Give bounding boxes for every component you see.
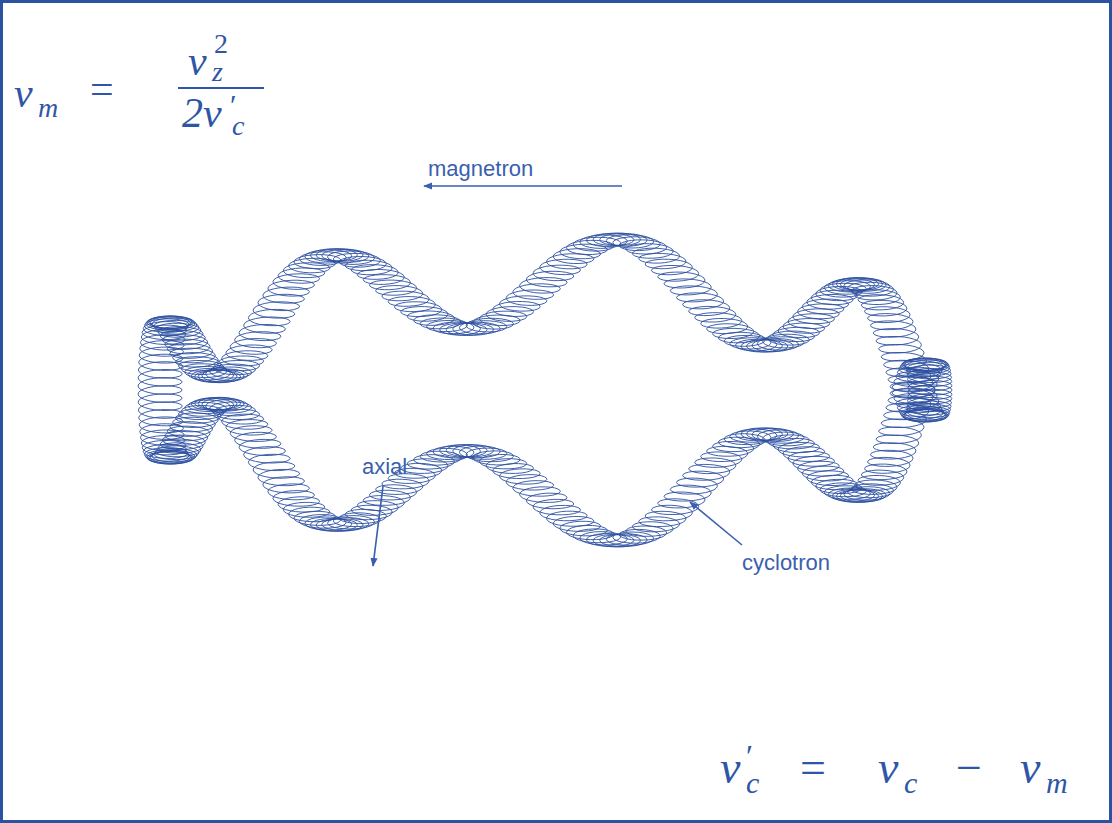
- cyclotron-leader: [690, 502, 742, 545]
- motion-label: magnetron: [428, 158, 533, 180]
- formula-subscript: c: [904, 768, 917, 798]
- formula-symbol: ν: [188, 40, 207, 82]
- particle-trajectory: [138, 233, 952, 547]
- formula-operator: =: [800, 745, 826, 791]
- formula-superscript: 2: [214, 30, 228, 58]
- formula-symbol: ν: [1020, 745, 1040, 791]
- formula-subscript: c: [232, 112, 244, 140]
- axial-leader: [373, 486, 383, 566]
- fraction-bar: [178, 87, 264, 89]
- formula-operator: −: [956, 745, 982, 791]
- formula-subscript: z: [212, 58, 223, 86]
- motion-label: axial: [362, 456, 407, 478]
- formula-symbol: ν: [878, 745, 898, 791]
- formula-symbol: ν: [14, 72, 33, 114]
- formula-subscript: c: [746, 768, 759, 798]
- motion-label: cyclotron: [742, 552, 830, 574]
- formula-symbol: 2ν: [182, 92, 222, 134]
- formula-operator: =: [90, 68, 114, 110]
- formula-symbol: ν: [720, 745, 740, 791]
- magnetron-arrow: [424, 185, 622, 187]
- formula-subscript: m: [38, 94, 58, 122]
- formula-subscript: m: [1046, 768, 1068, 798]
